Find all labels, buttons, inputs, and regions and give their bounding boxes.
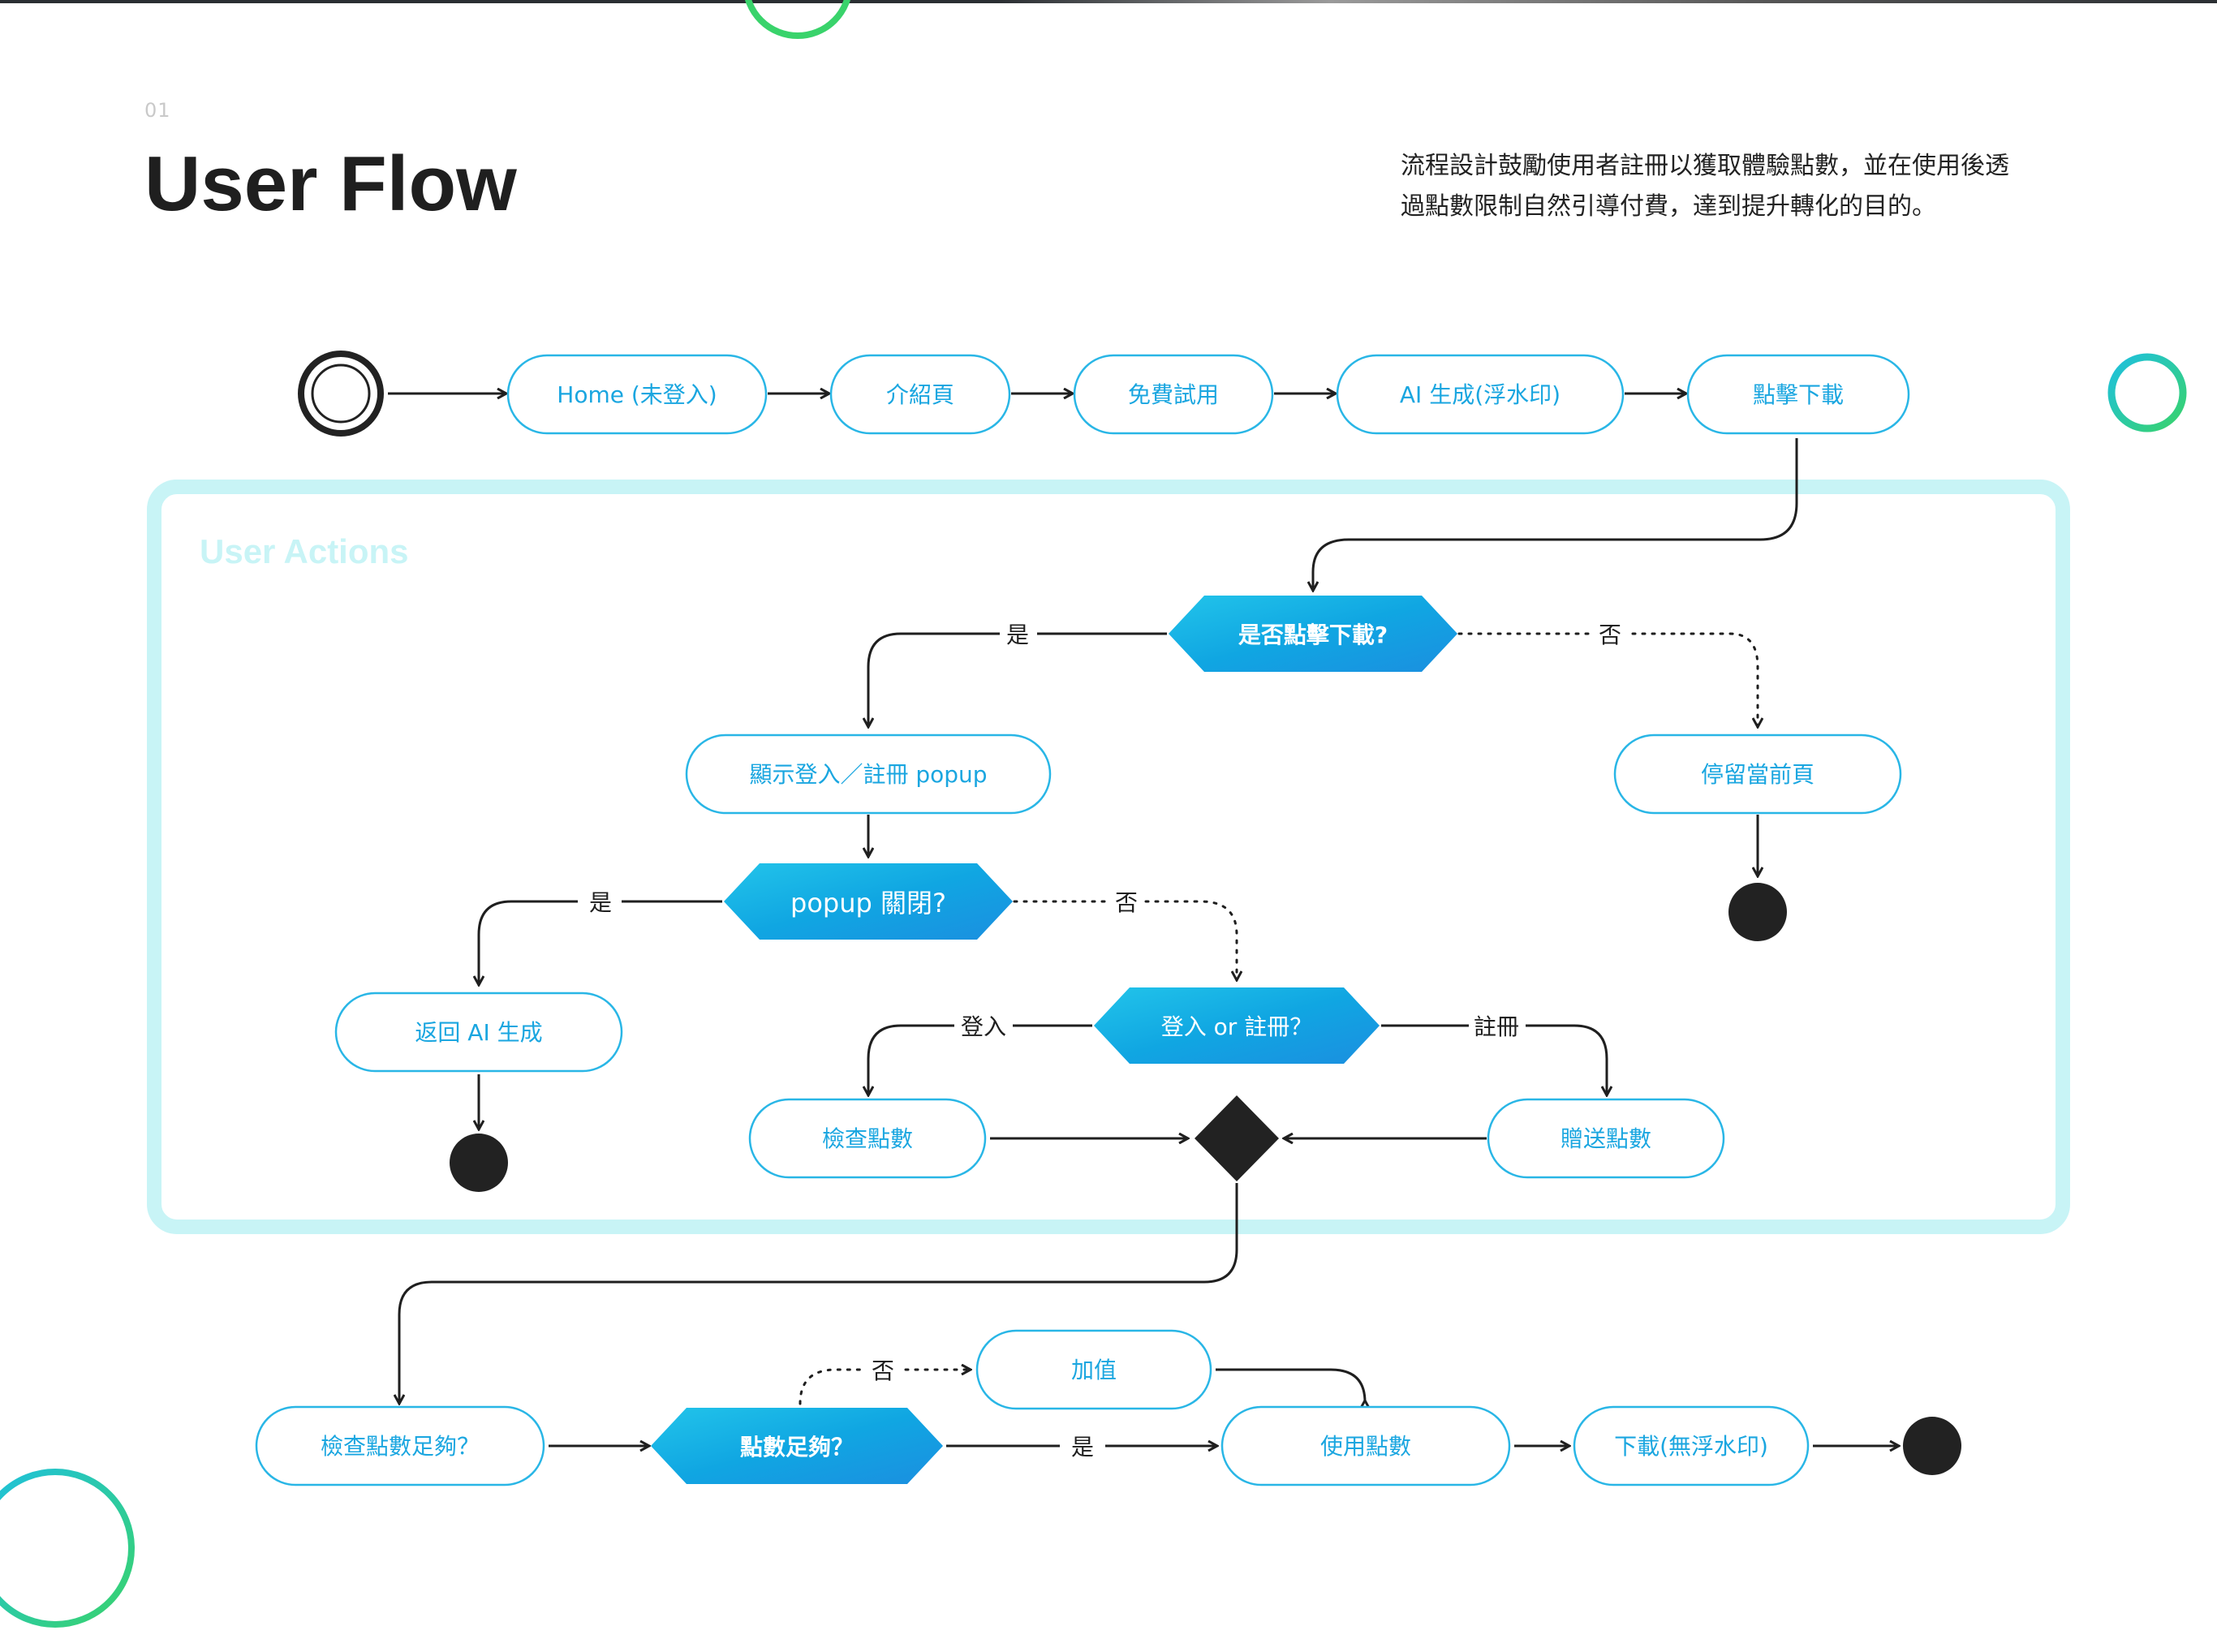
edge-label-no: 否: [872, 1357, 894, 1384]
edge-yes-back: [479, 900, 578, 985]
decision-login-register: [1094, 987, 1380, 1064]
description-line-1: 流程設計鼓勵使用者註冊以獲取體驗點數，並在使用後透: [1401, 152, 2009, 180]
user-actions-group: [147, 480, 2070, 1234]
decision-login-register-label: 登入 or 註冊？: [1161, 1013, 1312, 1040]
node-show-popup-label: 顯示登入／註冊 popup: [749, 761, 987, 788]
node-free-trial-label: 免費試用: [1128, 381, 1219, 408]
decorative-ring-icon: [2107, 353, 2187, 432]
node-use-points: [1220, 1405, 1511, 1486]
page-title: User Flow: [144, 140, 517, 227]
decision-popup-closed: [724, 863, 1013, 940]
node-download-no-wm-label: 下載(無浮水印): [1614, 1433, 1768, 1460]
decision-popup-closed-label: popup 關閉?: [790, 888, 946, 918]
edge-label-no: 否: [1599, 622, 1621, 648]
edge-label-login: 登入: [961, 1013, 1006, 1040]
end-node-icon: [450, 1134, 508, 1192]
node-topup: [975, 1329, 1212, 1410]
decision-points-enough-label: 點數足夠？: [740, 1434, 854, 1461]
action-nodes: [255, 354, 1910, 1486]
node-click-download-label: 點擊下載: [1753, 381, 1844, 408]
edge-no-login: [1144, 900, 1237, 980]
edge-register-gift: [1526, 1024, 1607, 1095]
node-home-label: Home (未登入): [557, 381, 717, 408]
edge-topup-use: [1216, 1368, 1365, 1402]
edges: [388, 394, 1899, 1446]
edge-yes-popup: [868, 632, 1000, 727]
node-check-enough-label: 檢查點數足夠？: [321, 1433, 480, 1460]
node-stay-page-label: 停留當前頁: [1701, 761, 1814, 788]
node-free-trial: [1073, 354, 1274, 435]
node-show-popup: [685, 734, 1052, 815]
page-description: 流程設計鼓勵使用者註冊以獲取體驗點數，並在使用後透 過點數限制自然引導付費，達到…: [1401, 146, 2115, 227]
node-click-download: [1686, 354, 1910, 435]
start-node-icon: [298, 351, 384, 437]
node-check-points: [748, 1098, 987, 1179]
action-node-labels: Home (未登入) 介紹頁 免費試用 AI 生成(浮水印) 點擊下載 顯示登入…: [321, 381, 1844, 1460]
node-intro: [829, 354, 1011, 435]
edge-label-register: 註冊: [1474, 1013, 1519, 1040]
node-ai-watermark-label: AI 生成(浮水印): [1400, 381, 1561, 408]
edge-login-check: [868, 1024, 954, 1095]
node-stay-page: [1613, 734, 1902, 815]
edge-download-decision: [1313, 438, 1798, 591]
description-line-2: 過點數限制自然引導付費，達到提升轉化的目的。: [1401, 192, 1936, 221]
node-gift-points: [1487, 1098, 1725, 1179]
node-home: [506, 354, 768, 435]
merge-diamond-icon: [1195, 1095, 1279, 1181]
node-intro-label: 介紹頁: [886, 381, 954, 408]
decorative-ring-icon: [0, 1469, 135, 1628]
group-title: User Actions: [200, 532, 409, 570]
edge-label-yes: 是: [1006, 622, 1029, 648]
node-ai-watermark: [1336, 354, 1625, 435]
node-back-ai: [334, 992, 623, 1073]
decision-points-enough: [651, 1408, 943, 1484]
edge-label-no: 否: [1115, 889, 1138, 916]
edge-label-yes: 是: [589, 889, 612, 916]
node-check-points-label: 檢查點數: [822, 1125, 913, 1152]
decorative-ring-icon: [745, 0, 850, 39]
edge-merge-check-enough: [399, 1183, 1238, 1404]
decision-is-download-label: 是否點擊下載?: [1238, 622, 1388, 648]
end-node-icon: [1728, 883, 1787, 941]
top-strip: [0, 0, 2217, 3]
edge-labels: 是 否 是 否 登入 註冊 否 是: [589, 622, 1621, 1461]
node-back-ai-label: 返回 AI 生成: [415, 1019, 542, 1046]
section-number: 01: [144, 99, 171, 122]
node-check-enough: [255, 1405, 545, 1486]
node-gift-points-label: 贈送點數: [1561, 1125, 1651, 1152]
edge-seg: [799, 1368, 862, 1405]
edge-no-stay: [1631, 632, 1758, 727]
end-node-icon: [1903, 1417, 1961, 1475]
node-download-no-wm: [1573, 1405, 1810, 1486]
node-topup-label: 加值: [1071, 1357, 1117, 1383]
decision-nodes: [651, 596, 1457, 1484]
node-use-points-label: 使用點數: [1320, 1433, 1411, 1460]
edge-label-yes: 是: [1071, 1434, 1094, 1461]
decision-is-download: [1169, 596, 1457, 672]
decision-labels: 是否點擊下載? popup 關閉? 登入 or 註冊？ 點數足夠？: [740, 622, 1388, 1461]
